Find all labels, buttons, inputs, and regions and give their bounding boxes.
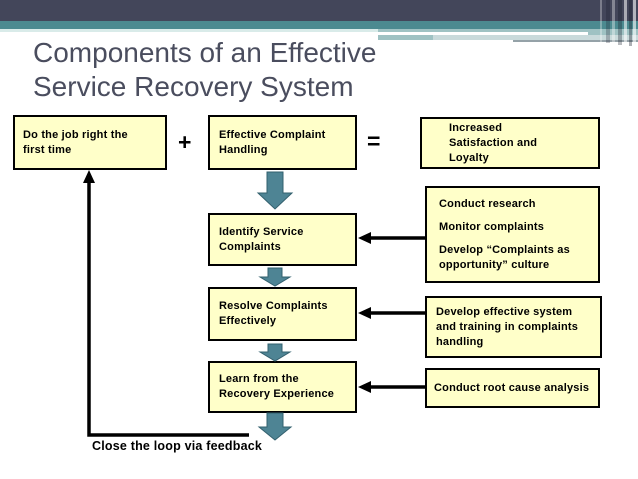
box-conduct-research-line3: Develop “Complaints as opportunity” cult… xyxy=(439,243,570,271)
flow-arrow-down-2 xyxy=(258,267,292,287)
box-effective-complaint-handling-label: Effective Complaint Handling xyxy=(219,128,326,156)
box-develop-system: Develop effective system and training in… xyxy=(425,296,602,358)
flow-arrow-down-3 xyxy=(258,343,292,362)
header-stripe xyxy=(624,0,627,45)
plus-sign: + xyxy=(178,129,192,155)
slide-title-line2: Service Recovery System xyxy=(33,71,354,102)
box-do-job-right: Do the job right the first time xyxy=(13,115,167,170)
header-line-gray xyxy=(513,40,638,42)
header-band-light xyxy=(433,35,638,40)
header-stripe xyxy=(600,0,602,43)
slide-title-line1: Components of an Effective xyxy=(33,37,377,68)
box-learn-recovery: Learn from the Recovery Experience xyxy=(208,361,357,413)
flow-arrow-down-4 xyxy=(257,412,293,441)
header-stripe xyxy=(618,0,622,45)
header-stripe xyxy=(606,0,610,43)
box-identify-complaints-label: Identify Service Complaints xyxy=(219,225,304,253)
box-resolve-complaints-label: Resolve Complaints Effectively xyxy=(219,300,328,327)
header-bar-dark xyxy=(0,0,638,21)
equals-sign: = xyxy=(367,128,381,154)
feedback-loop-arrowhead-up xyxy=(83,170,95,183)
box-develop-system-label: Develop effective system and training in… xyxy=(436,305,579,348)
note-arrow-develop xyxy=(358,307,425,319)
note-arrow-research xyxy=(358,232,425,244)
header-stripe xyxy=(629,0,632,46)
box-resolve-complaints: Resolve Complaints Effectively xyxy=(208,287,357,341)
box-root-cause-label: Conduct root cause analysis xyxy=(434,381,590,394)
header-band-pale xyxy=(0,29,638,32)
flow-arrow-down-1 xyxy=(256,171,294,210)
box-conduct-research: Conduct research Monitor complaints Deve… xyxy=(425,186,600,283)
box-conduct-research-line2: Monitor complaints xyxy=(439,220,545,233)
close-loop-label: Close the loop via feedback xyxy=(92,439,263,453)
box-do-job-right-label: Do the job right the first time xyxy=(23,128,128,156)
header-stripe xyxy=(612,0,615,43)
note-arrow-root-cause xyxy=(358,381,425,393)
header-bar-teal xyxy=(0,21,638,29)
box-root-cause: Conduct root cause analysis xyxy=(425,368,600,408)
slide-title: Components of an Effective Service Recov… xyxy=(33,36,503,104)
box-increased-satisfaction-label: Increased Satisfaction and Loyalty xyxy=(449,121,538,164)
box-conduct-research-line1: Conduct research xyxy=(439,197,536,210)
box-identify-complaints: Identify Service Complaints xyxy=(208,213,357,266)
box-learn-recovery-label: Learn from the Recovery Experience xyxy=(219,373,335,400)
box-effective-complaint-handling: Effective Complaint Handling xyxy=(208,115,357,170)
header-stripe xyxy=(633,0,636,46)
box-increased-satisfaction: Increased Satisfaction and Loyalty xyxy=(420,117,600,169)
header-line-white xyxy=(370,32,588,35)
